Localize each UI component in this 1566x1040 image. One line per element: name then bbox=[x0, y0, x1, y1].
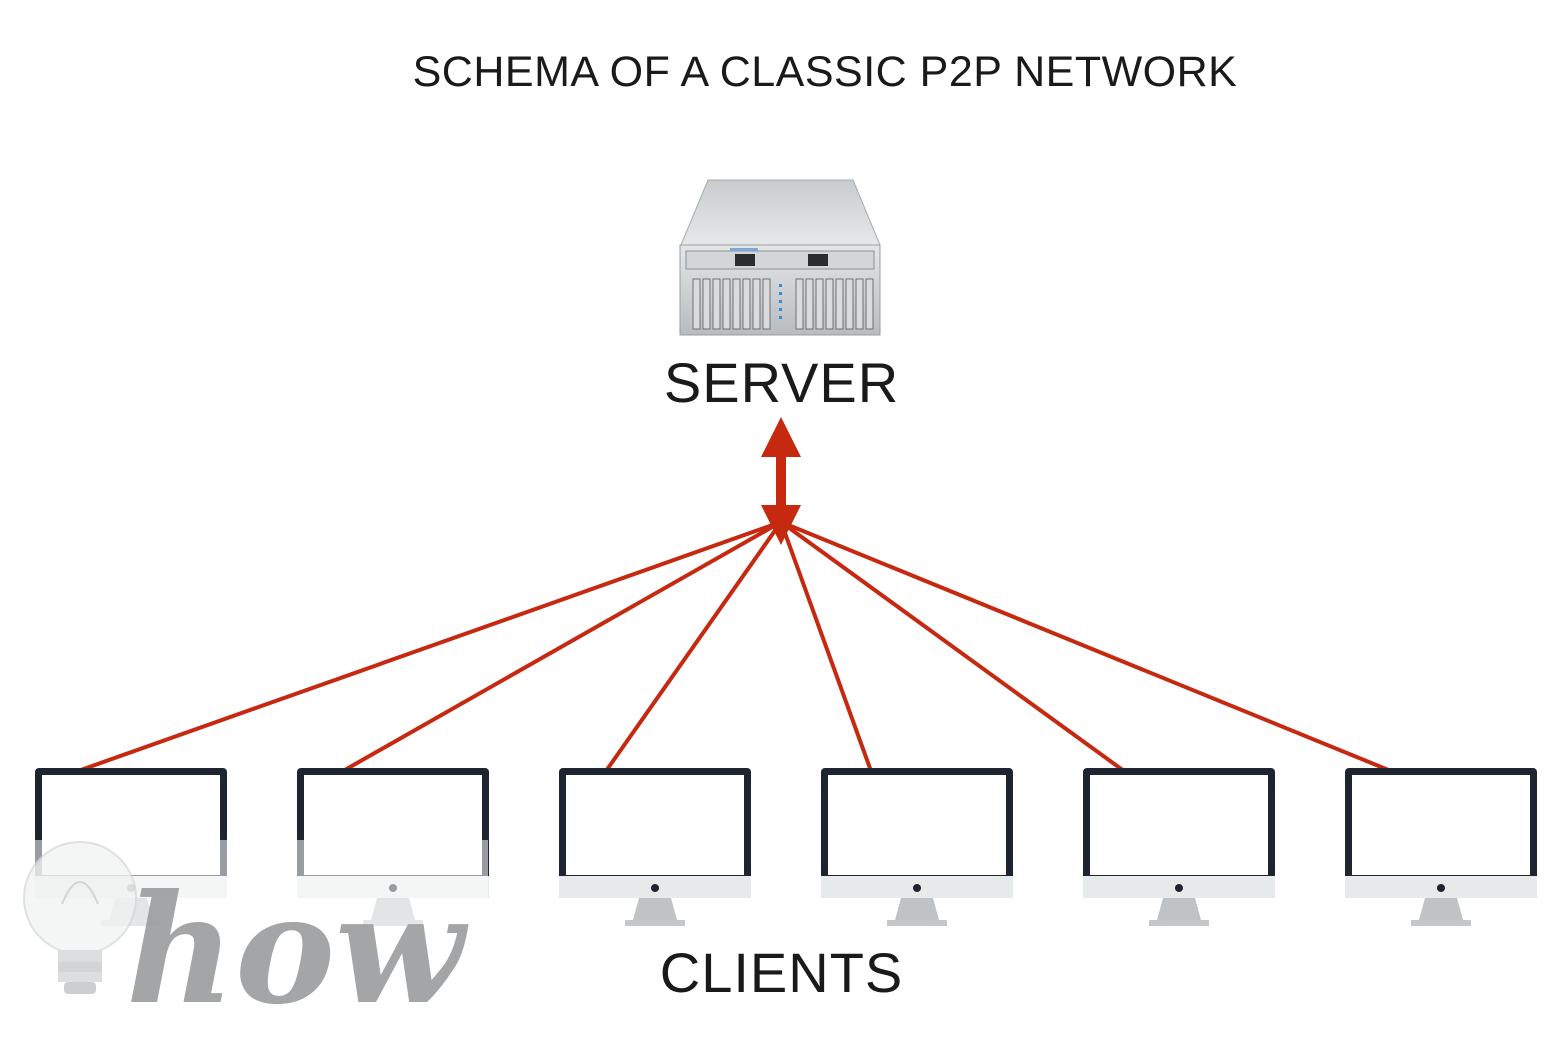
connection-line bbox=[780, 520, 1392, 773]
clients-label: CLIENTS bbox=[659, 941, 904, 1004]
connection-line bbox=[779, 520, 1126, 773]
connection-line bbox=[604, 520, 783, 773]
monitor-icon bbox=[559, 768, 751, 926]
connection-line bbox=[77, 520, 782, 773]
monitor-icon bbox=[1345, 768, 1537, 926]
connection-line bbox=[779, 521, 873, 772]
bidirectional-arrow-icon bbox=[761, 417, 801, 545]
diagram-title: SCHEMA OF A CLASSIC P2P NETWORK bbox=[412, 48, 1238, 96]
watermark-text: how bbox=[126, 862, 469, 1010]
lightbulb-icon bbox=[23, 841, 137, 994]
server-label: SERVER bbox=[663, 351, 900, 414]
client-monitors bbox=[35, 768, 1537, 926]
server-rack-icon bbox=[679, 179, 881, 336]
connection-lines bbox=[77, 520, 1392, 773]
monitor-icon bbox=[821, 768, 1013, 926]
monitor-icon bbox=[1083, 768, 1275, 926]
watermark-logo: how bbox=[18, 840, 488, 1010]
connection-line bbox=[342, 520, 782, 773]
